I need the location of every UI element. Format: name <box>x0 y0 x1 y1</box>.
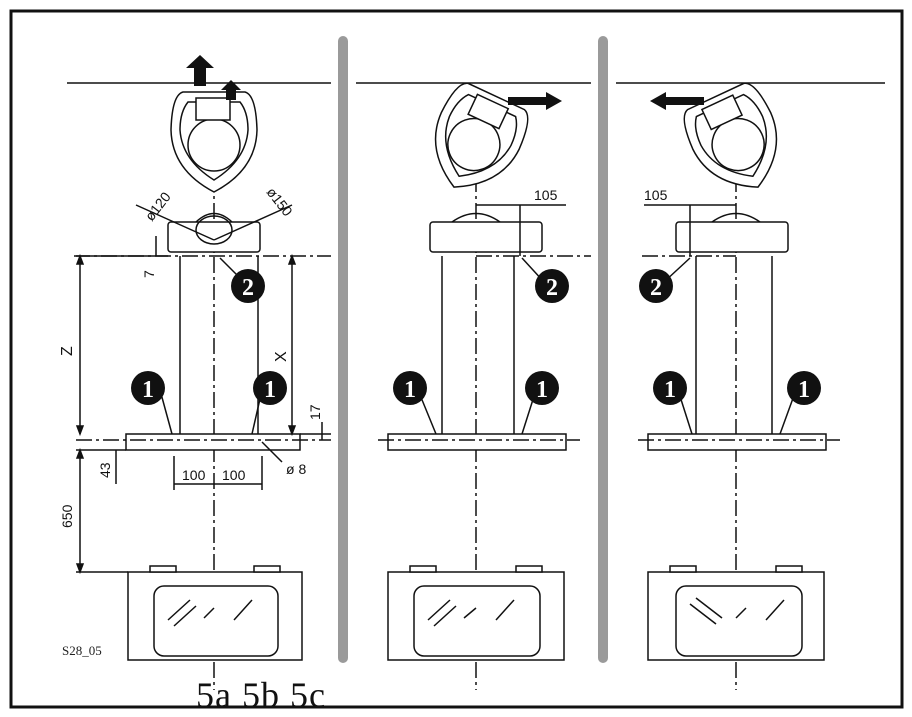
callout-1-5c-right: 1 <box>787 371 821 405</box>
panel-5c <box>616 82 885 690</box>
dim-d8: ø 8 <box>286 461 306 477</box>
svg-text:2: 2 <box>242 275 254 301</box>
svg-text:1: 1 <box>264 377 276 403</box>
dim-43: 43 <box>97 462 113 478</box>
callout-2-5c: 2 <box>639 269 673 303</box>
dim-x: X <box>273 351 290 362</box>
callout-2-5b: 2 <box>535 269 569 303</box>
dim-105-5b: 105 <box>534 187 558 203</box>
svg-text:1: 1 <box>536 377 548 403</box>
svg-text:1: 1 <box>798 377 810 403</box>
callout-1-5c-left: 1 <box>653 371 687 405</box>
dim-z: Z <box>59 346 76 356</box>
dim-105-5c: 105 <box>644 187 668 203</box>
dim-100-right: 100 <box>222 467 246 483</box>
callout-1-5a-left: 1 <box>131 371 165 405</box>
callout-1-5b-right: 1 <box>525 371 559 405</box>
dim-100-left: 100 <box>182 467 206 483</box>
diagram-border <box>9 9 904 709</box>
svg-text:1: 1 <box>664 377 676 403</box>
dim-d120: ø120 <box>141 189 173 224</box>
panel-separator-left <box>338 36 348 663</box>
panel-5b <box>356 82 591 690</box>
callout-1-5b-left: 1 <box>393 371 427 405</box>
dim-17: 17 <box>307 404 323 420</box>
panel-separator-right <box>598 36 608 663</box>
svg-text:2: 2 <box>650 275 662 301</box>
svg-text:1: 1 <box>404 377 416 403</box>
svg-text:1: 1 <box>142 377 154 403</box>
callout-1-5a-right: 1 <box>253 371 287 405</box>
dim-7: 7 <box>141 270 157 278</box>
dim-650: 650 <box>59 504 75 528</box>
panel-labels: 5a 5b 5c <box>196 675 326 715</box>
figure-id: S28_05 <box>62 643 102 658</box>
callout-2-5a: 2 <box>231 269 265 303</box>
panel-5a <box>67 55 331 690</box>
svg-text:2: 2 <box>546 275 558 301</box>
dim-d150: ø150 <box>263 184 295 219</box>
